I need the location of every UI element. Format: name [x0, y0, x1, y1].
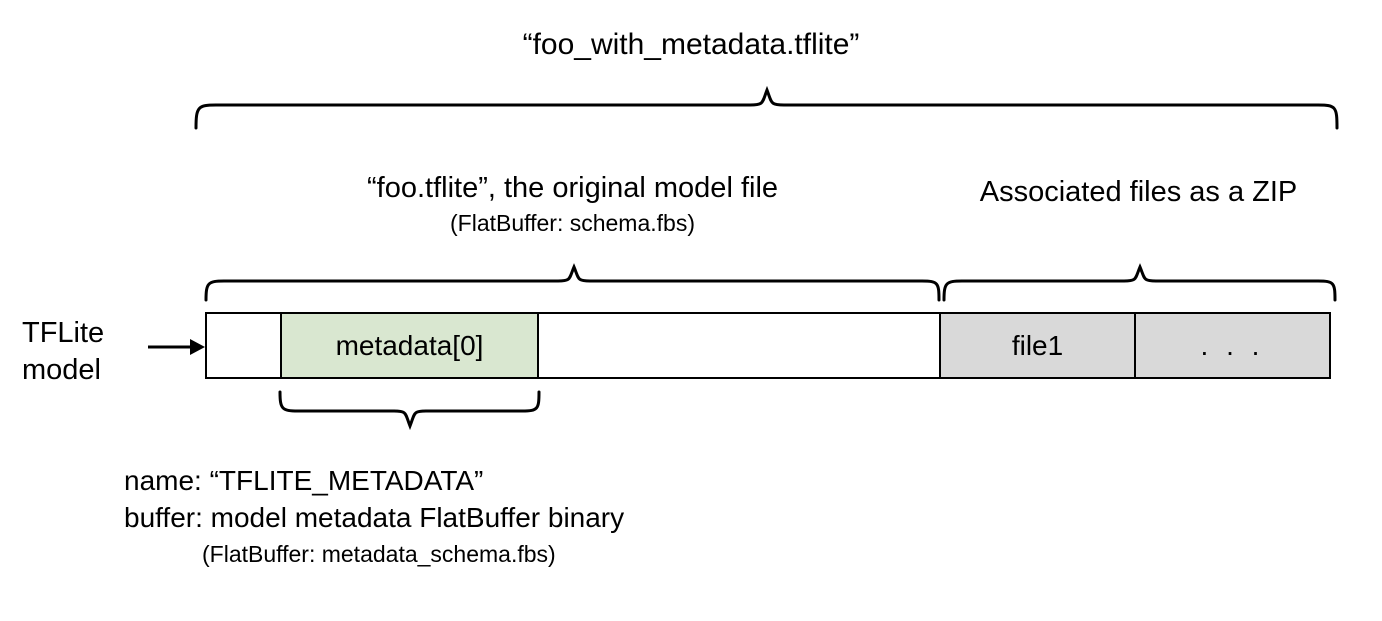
diagram-title: “foo_with_metadata.tflite”: [0, 28, 1382, 62]
cell-metadata-text: metadata[0]: [335, 329, 484, 361]
brace-full-file: [194, 85, 1339, 130]
cell-ellipsis-text: . . .: [1200, 329, 1265, 361]
cell-body: [539, 314, 941, 377]
cell-file1: file1: [941, 314, 1136, 377]
annotation-schema-line: (FlatBuffer: metadata_schema.fbs): [202, 541, 556, 568]
section-sublabel-original-model: (FlatBuffer: schema.fbs): [450, 210, 695, 236]
tflite-model-label-line1: TFLite: [22, 317, 105, 349]
tflite-model-label: TFLite model: [22, 315, 104, 388]
annotation-buffer-line: buffer: model metadata FlatBuffer binary: [124, 502, 625, 534]
brace-metadata-detail: [278, 390, 541, 431]
section-label-zip-files: Associated files as a ZIP: [979, 176, 1298, 208]
cell-header: [207, 314, 282, 377]
metadata-annotation: name: “TFLITE_METADATA” buffer: model me…: [124, 462, 624, 570]
cell-file1-text: file1: [1011, 329, 1064, 361]
section-label-original-model: “foo.tflite”, the original model file: [366, 172, 779, 204]
cell-metadata: metadata[0]: [282, 314, 539, 377]
brace-original-model: [204, 263, 941, 302]
tflite-model-label-line2: model: [22, 353, 101, 386]
brace-zip-files: [942, 263, 1337, 302]
model-layout-box: metadata[0] file1 . . .: [205, 312, 1331, 379]
diagram-title-text: “foo_with_metadata.tflite”: [522, 28, 860, 61]
right-arrow-icon: [148, 339, 205, 355]
annotation-name-line: name: “TFLITE_METADATA”: [124, 465, 484, 496]
cell-ellipsis: . . .: [1136, 314, 1329, 377]
